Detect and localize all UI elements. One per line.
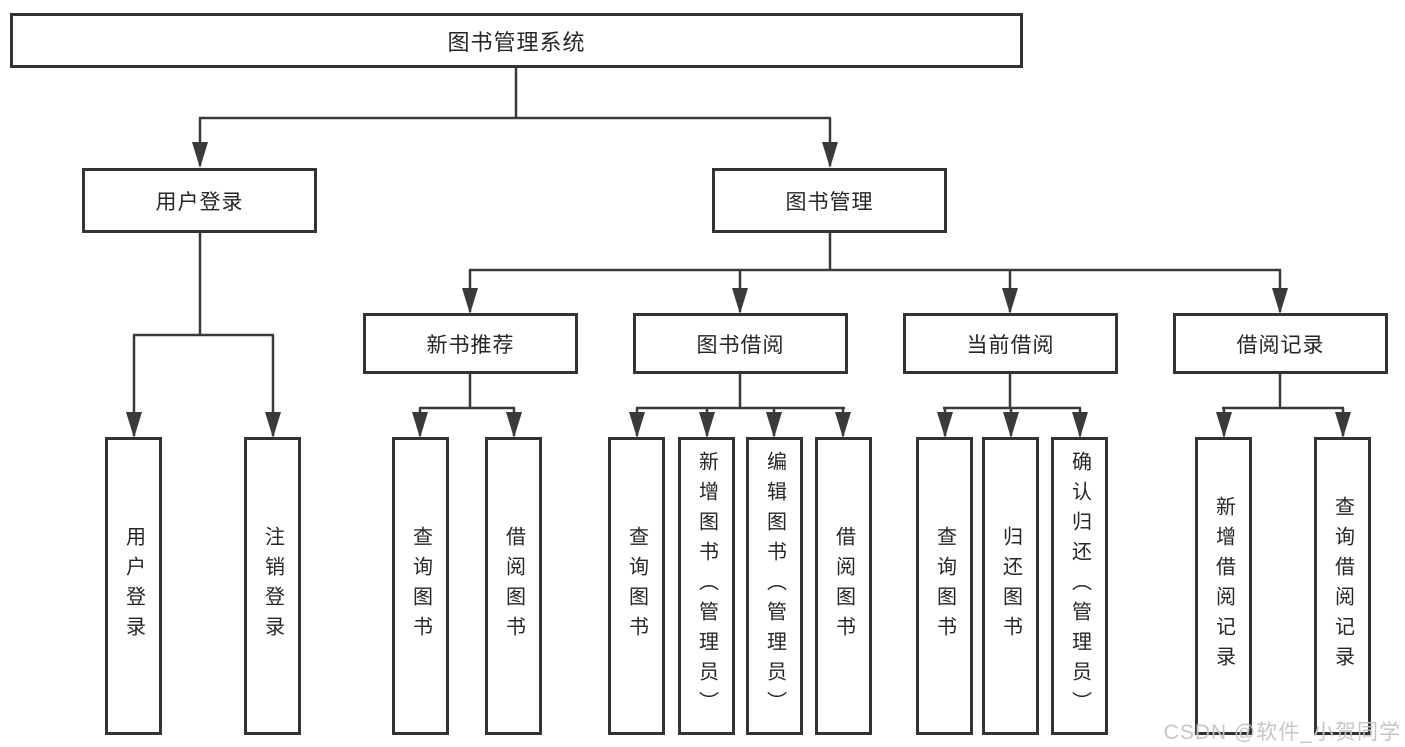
- node-label: 图书借阅: [696, 333, 785, 357]
- node-label: 当前借阅: [966, 333, 1055, 357]
- node-label: 新增图书（管理员）: [695, 451, 718, 721]
- node-current-borrowing: 当前借阅: [903, 313, 1118, 374]
- leaf-user-login: 用户登录: [105, 437, 162, 735]
- node-label: 借阅图书: [502, 526, 525, 646]
- leaf-query-books: 查询图书: [608, 437, 665, 735]
- node-book-borrowing: 图书借阅: [633, 313, 848, 374]
- node-label: 编辑图书（管理员）: [763, 451, 786, 721]
- node-label: 图书管理系统: [447, 29, 586, 55]
- node-label: 查询图书: [933, 526, 956, 646]
- node-borrowing-records: 借阅记录: [1173, 313, 1388, 374]
- node-library-system: 图书管理系统: [10, 13, 1023, 68]
- leaf-query-borrow-record: 查询借阅记录: [1314, 437, 1371, 735]
- node-book-management: 图书管理: [712, 168, 947, 233]
- node-label: 用户登录: [122, 526, 145, 646]
- node-label: 图书管理: [785, 190, 874, 214]
- node-label: 新书推荐: [426, 333, 515, 357]
- leaf-logout: 注销登录: [244, 437, 301, 735]
- leaf-query-books: 查询图书: [392, 437, 449, 735]
- node-label: 注销登录: [261, 526, 284, 646]
- node-label: 查询图书: [409, 526, 432, 646]
- node-user-login: 用户登录: [82, 168, 317, 233]
- node-label: 新增借阅记录: [1212, 496, 1235, 676]
- leaf-borrow-books: 借阅图书: [815, 437, 872, 735]
- leaf-add-books-admin: 新增图书（管理员）: [678, 437, 735, 735]
- leaf-borrow-books: 借阅图书: [485, 437, 542, 735]
- csdn-watermark: CSDN @软件_小贺同学: [1163, 721, 1401, 744]
- node-new-book-recommend: 新书推荐: [363, 313, 578, 374]
- node-label: 归还图书: [999, 526, 1022, 646]
- node-label: 借阅图书: [832, 526, 855, 646]
- node-label: 查询图书: [625, 526, 648, 646]
- leaf-return-books: 归还图书: [982, 437, 1039, 735]
- leaf-query-books: 查询图书: [916, 437, 973, 735]
- node-label: 查询借阅记录: [1331, 496, 1354, 676]
- leaf-add-borrow-record: 新增借阅记录: [1195, 437, 1252, 735]
- node-label: 借阅记录: [1236, 333, 1325, 357]
- node-label: 确认归还（管理员）: [1068, 451, 1091, 721]
- node-label: 用户登录: [155, 190, 244, 214]
- leaf-edit-books-admin: 编辑图书（管理员）: [746, 437, 803, 735]
- leaf-confirm-return-admin: 确认归还（管理员）: [1051, 437, 1108, 735]
